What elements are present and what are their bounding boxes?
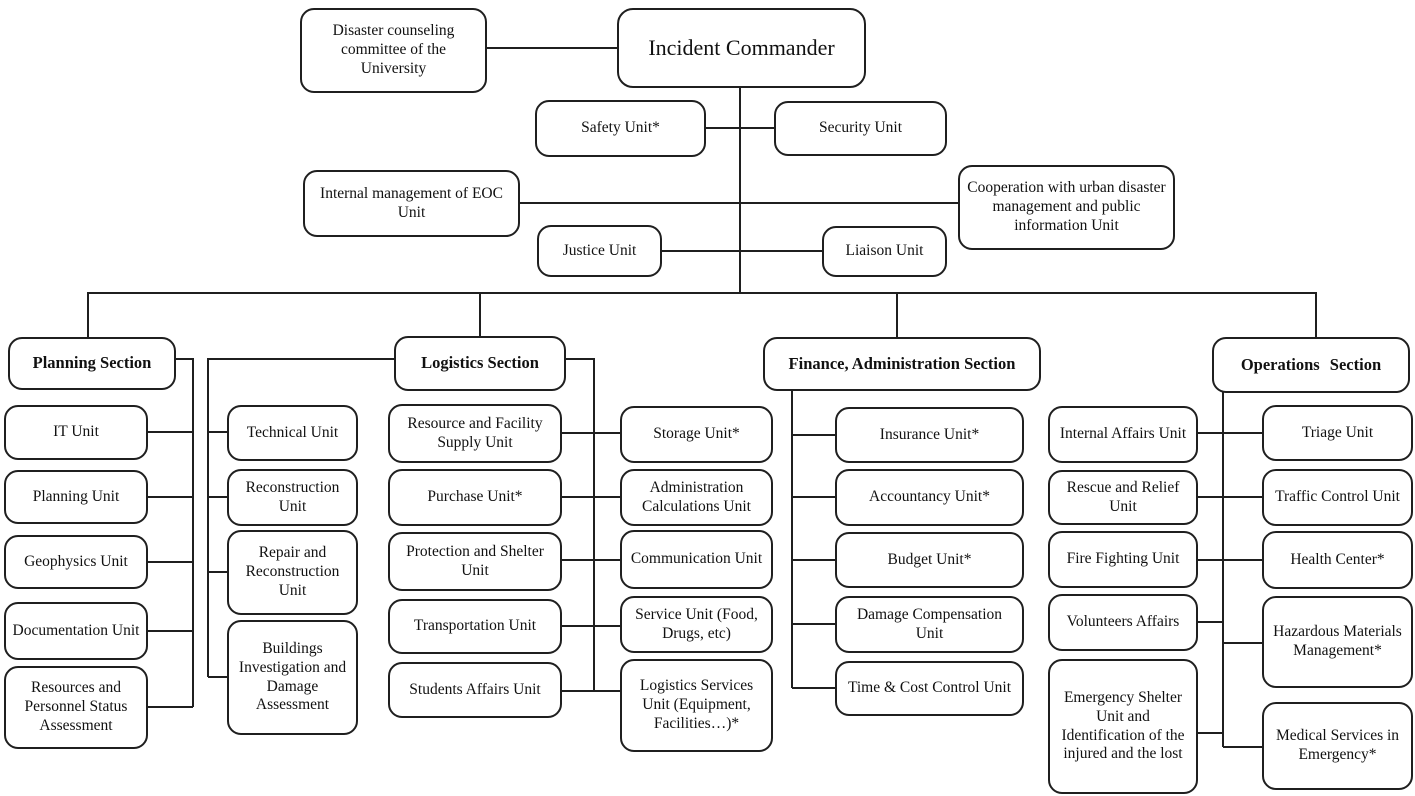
node-damage-compensation-unit: Damage Compensation Unit: [835, 596, 1024, 653]
node-disaster-committee: Disaster counseling committee of the Uni…: [300, 8, 487, 93]
section-logistics: Logistics Section: [394, 336, 566, 391]
section-operations: Operations Section: [1212, 337, 1410, 393]
node-resource-facility-supply: Resource and Facility Supply Unit: [388, 404, 562, 463]
node-triage-unit: Triage Unit: [1262, 405, 1413, 461]
node-service-unit: Service Unit (Food, Drugs, etc): [620, 596, 773, 653]
node-administration-calculations-unit: Administration Calculations Unit: [620, 469, 773, 526]
node-communication-unit: Communication Unit: [620, 530, 773, 589]
node-it-unit: IT Unit: [4, 405, 148, 460]
node-storage-unit: Storage Unit*: [620, 406, 773, 463]
node-rescue-relief-unit: Rescue and Relief Unit: [1048, 470, 1198, 525]
node-cooperation-unit: Cooperation with urban disaster manageme…: [958, 165, 1175, 250]
node-liaison-unit: Liaison Unit: [822, 226, 947, 277]
node-emergency-shelter-unit: Emergency Shelter Unit and Identificatio…: [1048, 659, 1198, 794]
node-fire-fighting-unit: Fire Fighting Unit: [1048, 531, 1198, 588]
section-finance-administration: Finance, Administration Section: [763, 337, 1041, 391]
node-transportation-unit: Transportation Unit: [388, 599, 562, 654]
node-justice-unit: Justice Unit: [537, 225, 662, 277]
section-planning: Planning Section: [8, 337, 176, 390]
node-internal-eoc-unit: Internal management of EOC Unit: [303, 170, 520, 237]
node-health-center: Health Center*: [1262, 531, 1413, 589]
node-insurance-unit: Insurance Unit*: [835, 407, 1024, 463]
node-technical-unit: Technical Unit: [227, 405, 358, 461]
top-connectors: [87, 47, 1317, 338]
node-students-affairs-unit: Students Affairs Unit: [388, 662, 562, 718]
node-accountancy-unit: Accountancy Unit*: [835, 469, 1024, 526]
node-reconstruction-unit: Reconstruction Unit: [227, 469, 358, 526]
node-internal-affairs-unit: Internal Affairs Unit: [1048, 406, 1198, 463]
node-safety-unit: Safety Unit*: [535, 100, 706, 157]
node-traffic-control-unit: Traffic Control Unit: [1262, 469, 1413, 526]
node-volunteers-affairs: Volunteers Affairs: [1048, 594, 1198, 651]
node-buildings-investigation: Buildings Investigation and Damage Asses…: [227, 620, 358, 735]
node-resources-personnel-status: Resources and Personnel Status Assessmen…: [4, 666, 148, 749]
node-geophysics-unit: Geophysics Unit: [4, 535, 148, 589]
logistics-left-connectors: [207, 358, 394, 678]
node-incident-commander: Incident Commander: [617, 8, 866, 88]
operations-connectors: [1198, 392, 1262, 748]
node-planning-unit: Planning Unit: [4, 470, 148, 524]
node-purchase-unit: Purchase Unit*: [388, 469, 562, 526]
node-repair-reconstruction-unit: Repair and Reconstruction Unit: [227, 530, 358, 615]
finance-connectors: [791, 390, 835, 689]
node-documentation-unit: Documentation Unit: [4, 602, 148, 660]
node-protection-shelter-unit: Protection and Shelter Unit: [388, 532, 562, 591]
node-time-cost-control-unit: Time & Cost Control Unit: [835, 661, 1024, 716]
node-security-unit: Security Unit: [774, 101, 947, 156]
node-logistics-services-unit: Logistics Services Unit (Equipment, Faci…: [620, 659, 773, 752]
node-medical-services-emergency: Medical Services in Emergency*: [1262, 702, 1413, 790]
planning-connectors: [148, 358, 194, 708]
logistics-right-connectors: [562, 358, 620, 692]
node-hazardous-materials-management: Hazardous Materials Management*: [1262, 596, 1413, 688]
node-budget-unit: Budget Unit*: [835, 532, 1024, 588]
